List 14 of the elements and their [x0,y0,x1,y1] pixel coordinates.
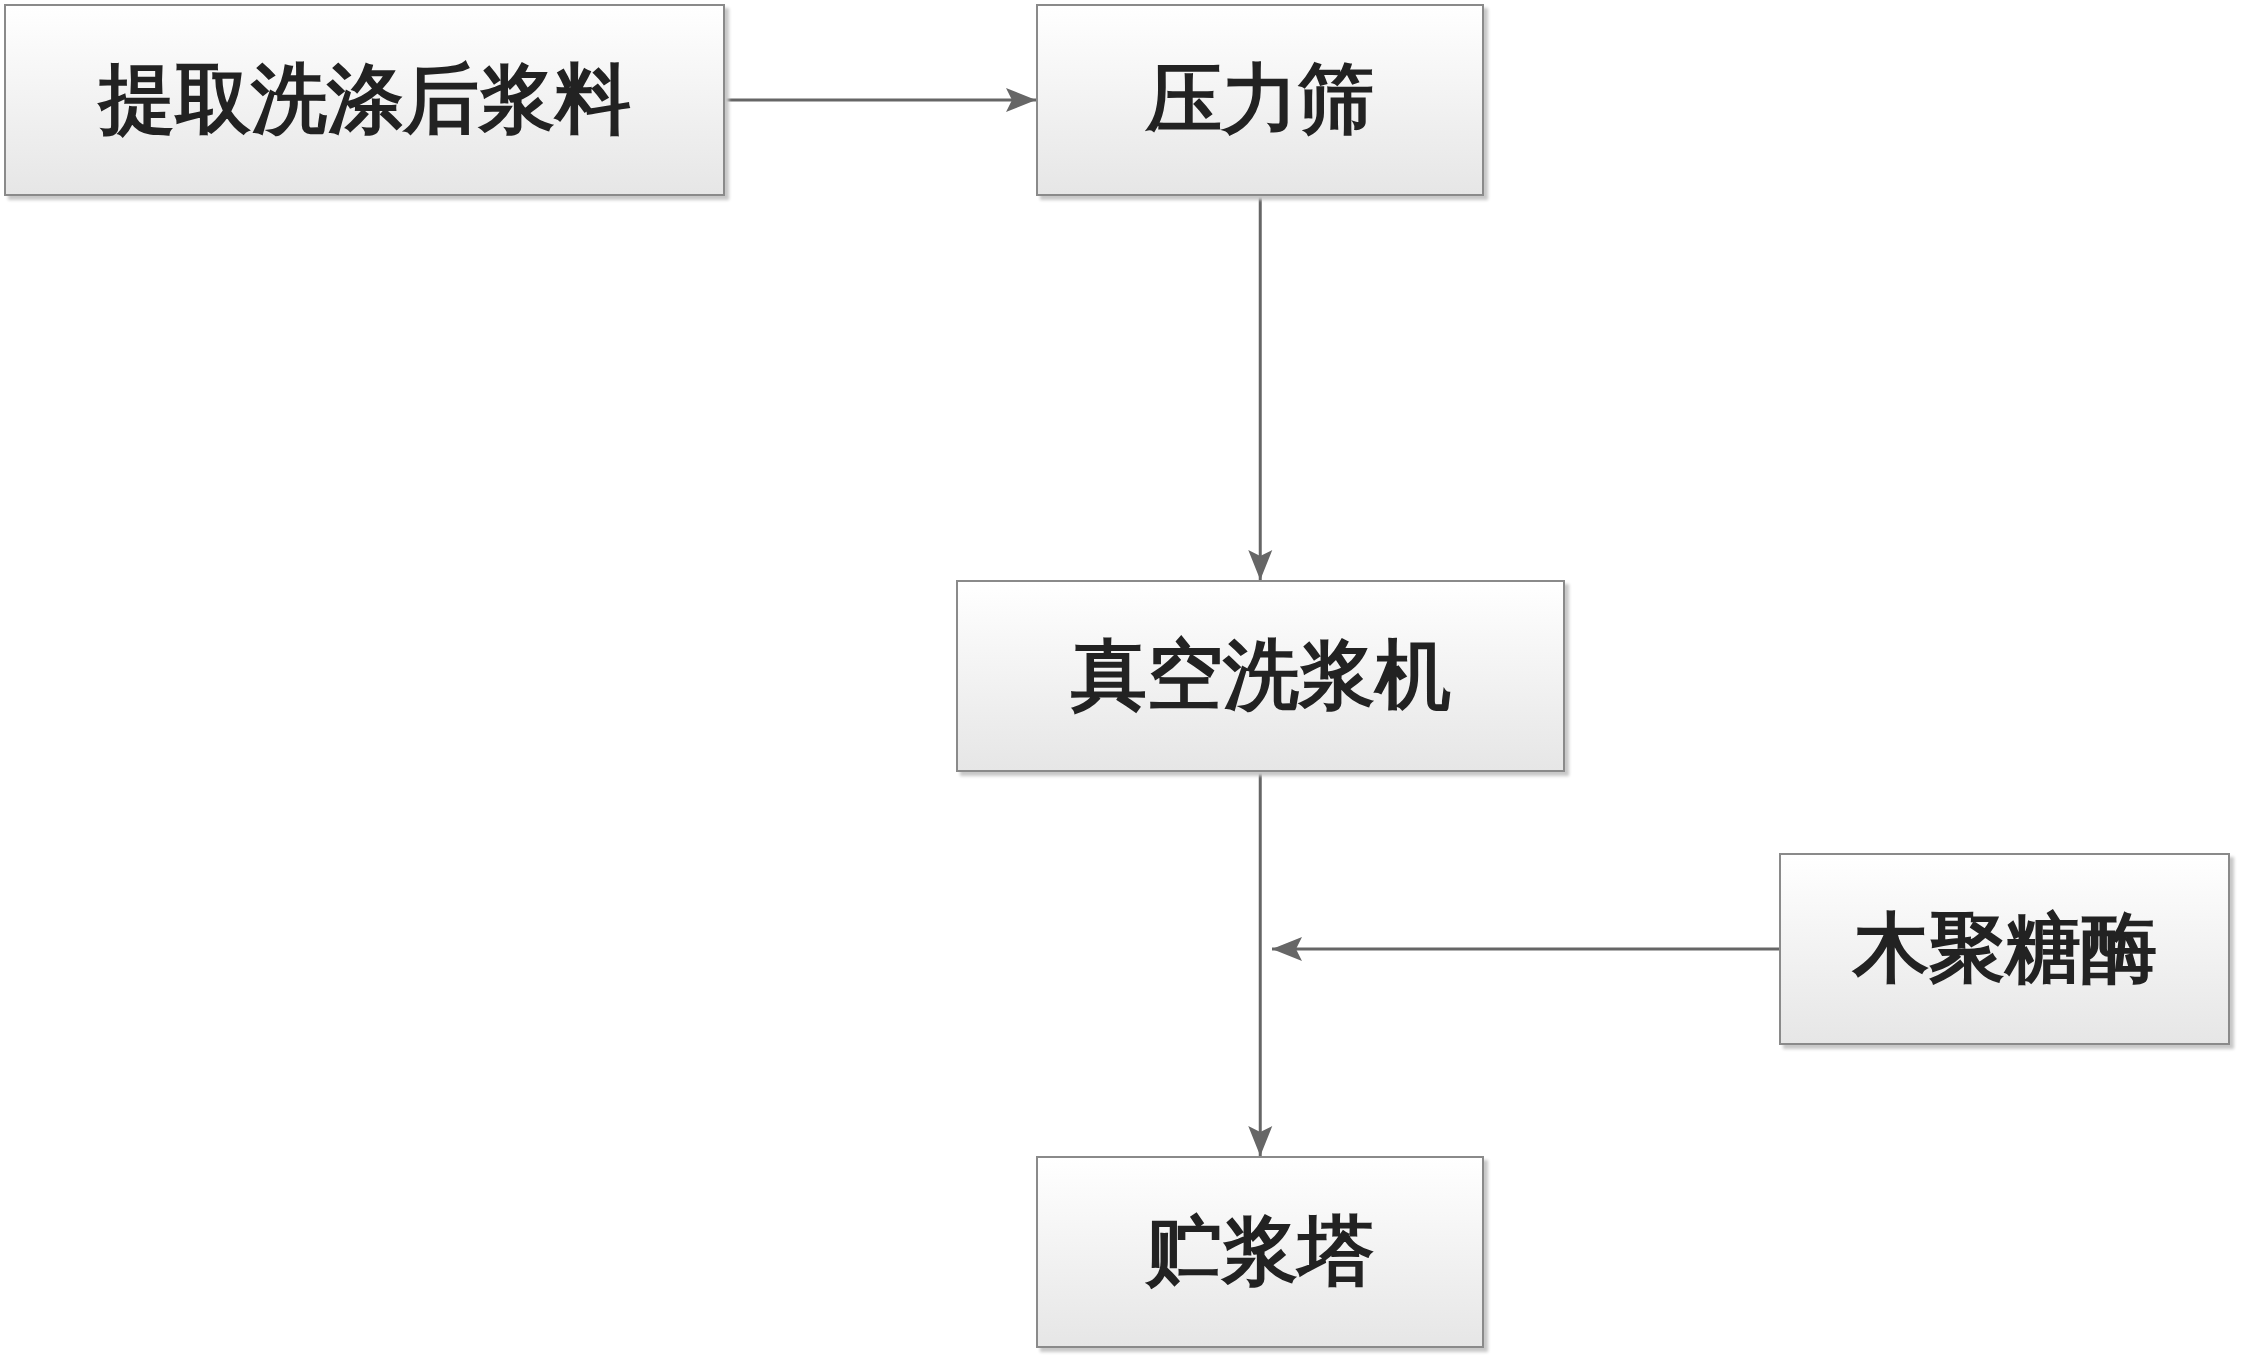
process-box [1036,1156,1484,1348]
process-box [4,4,725,196]
step-label: 木聚糖酶 [1852,901,2157,994]
process-box [1036,4,1484,196]
arrow [725,88,1036,112]
arrow [1272,937,1779,961]
process-box [1779,853,2230,1045]
step-label: 提取洗涤后浆料 [98,52,631,145]
process-box [956,580,1565,772]
step-label: 真空洗浆机 [1070,628,1451,721]
step-label: 贮浆塔 [1146,1204,1374,1297]
arrow [1248,772,1273,1156]
step-label: 压力筛 [1146,52,1374,145]
arrow [1248,196,1273,580]
